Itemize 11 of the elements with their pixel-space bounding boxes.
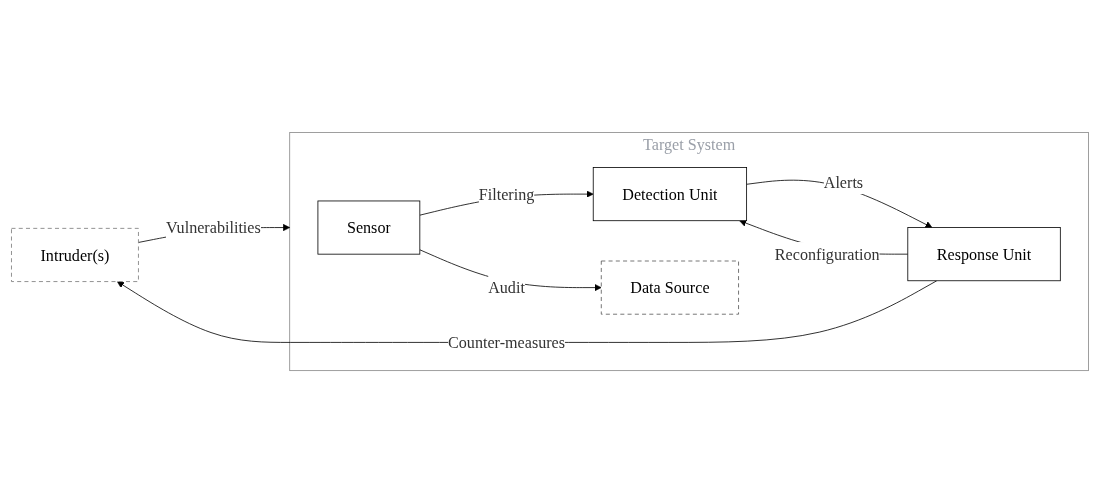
- edge-label: Vulnerabilities: [165, 218, 261, 237]
- node-box: Response Unit: [907, 227, 1061, 282]
- node-box: Sensor: [317, 200, 421, 255]
- edge-label: Audit: [488, 278, 525, 297]
- node-box: Intruder(s): [11, 227, 139, 282]
- edge-label: Alerts: [823, 173, 864, 192]
- edge-label: Counter-measures: [448, 333, 566, 352]
- edge-label: Filtering: [478, 185, 535, 203]
- edge-label: Reconfiguration: [774, 245, 880, 263]
- node-box: Data Source: [600, 260, 739, 315]
- node-box: Detection Unit: [592, 167, 748, 222]
